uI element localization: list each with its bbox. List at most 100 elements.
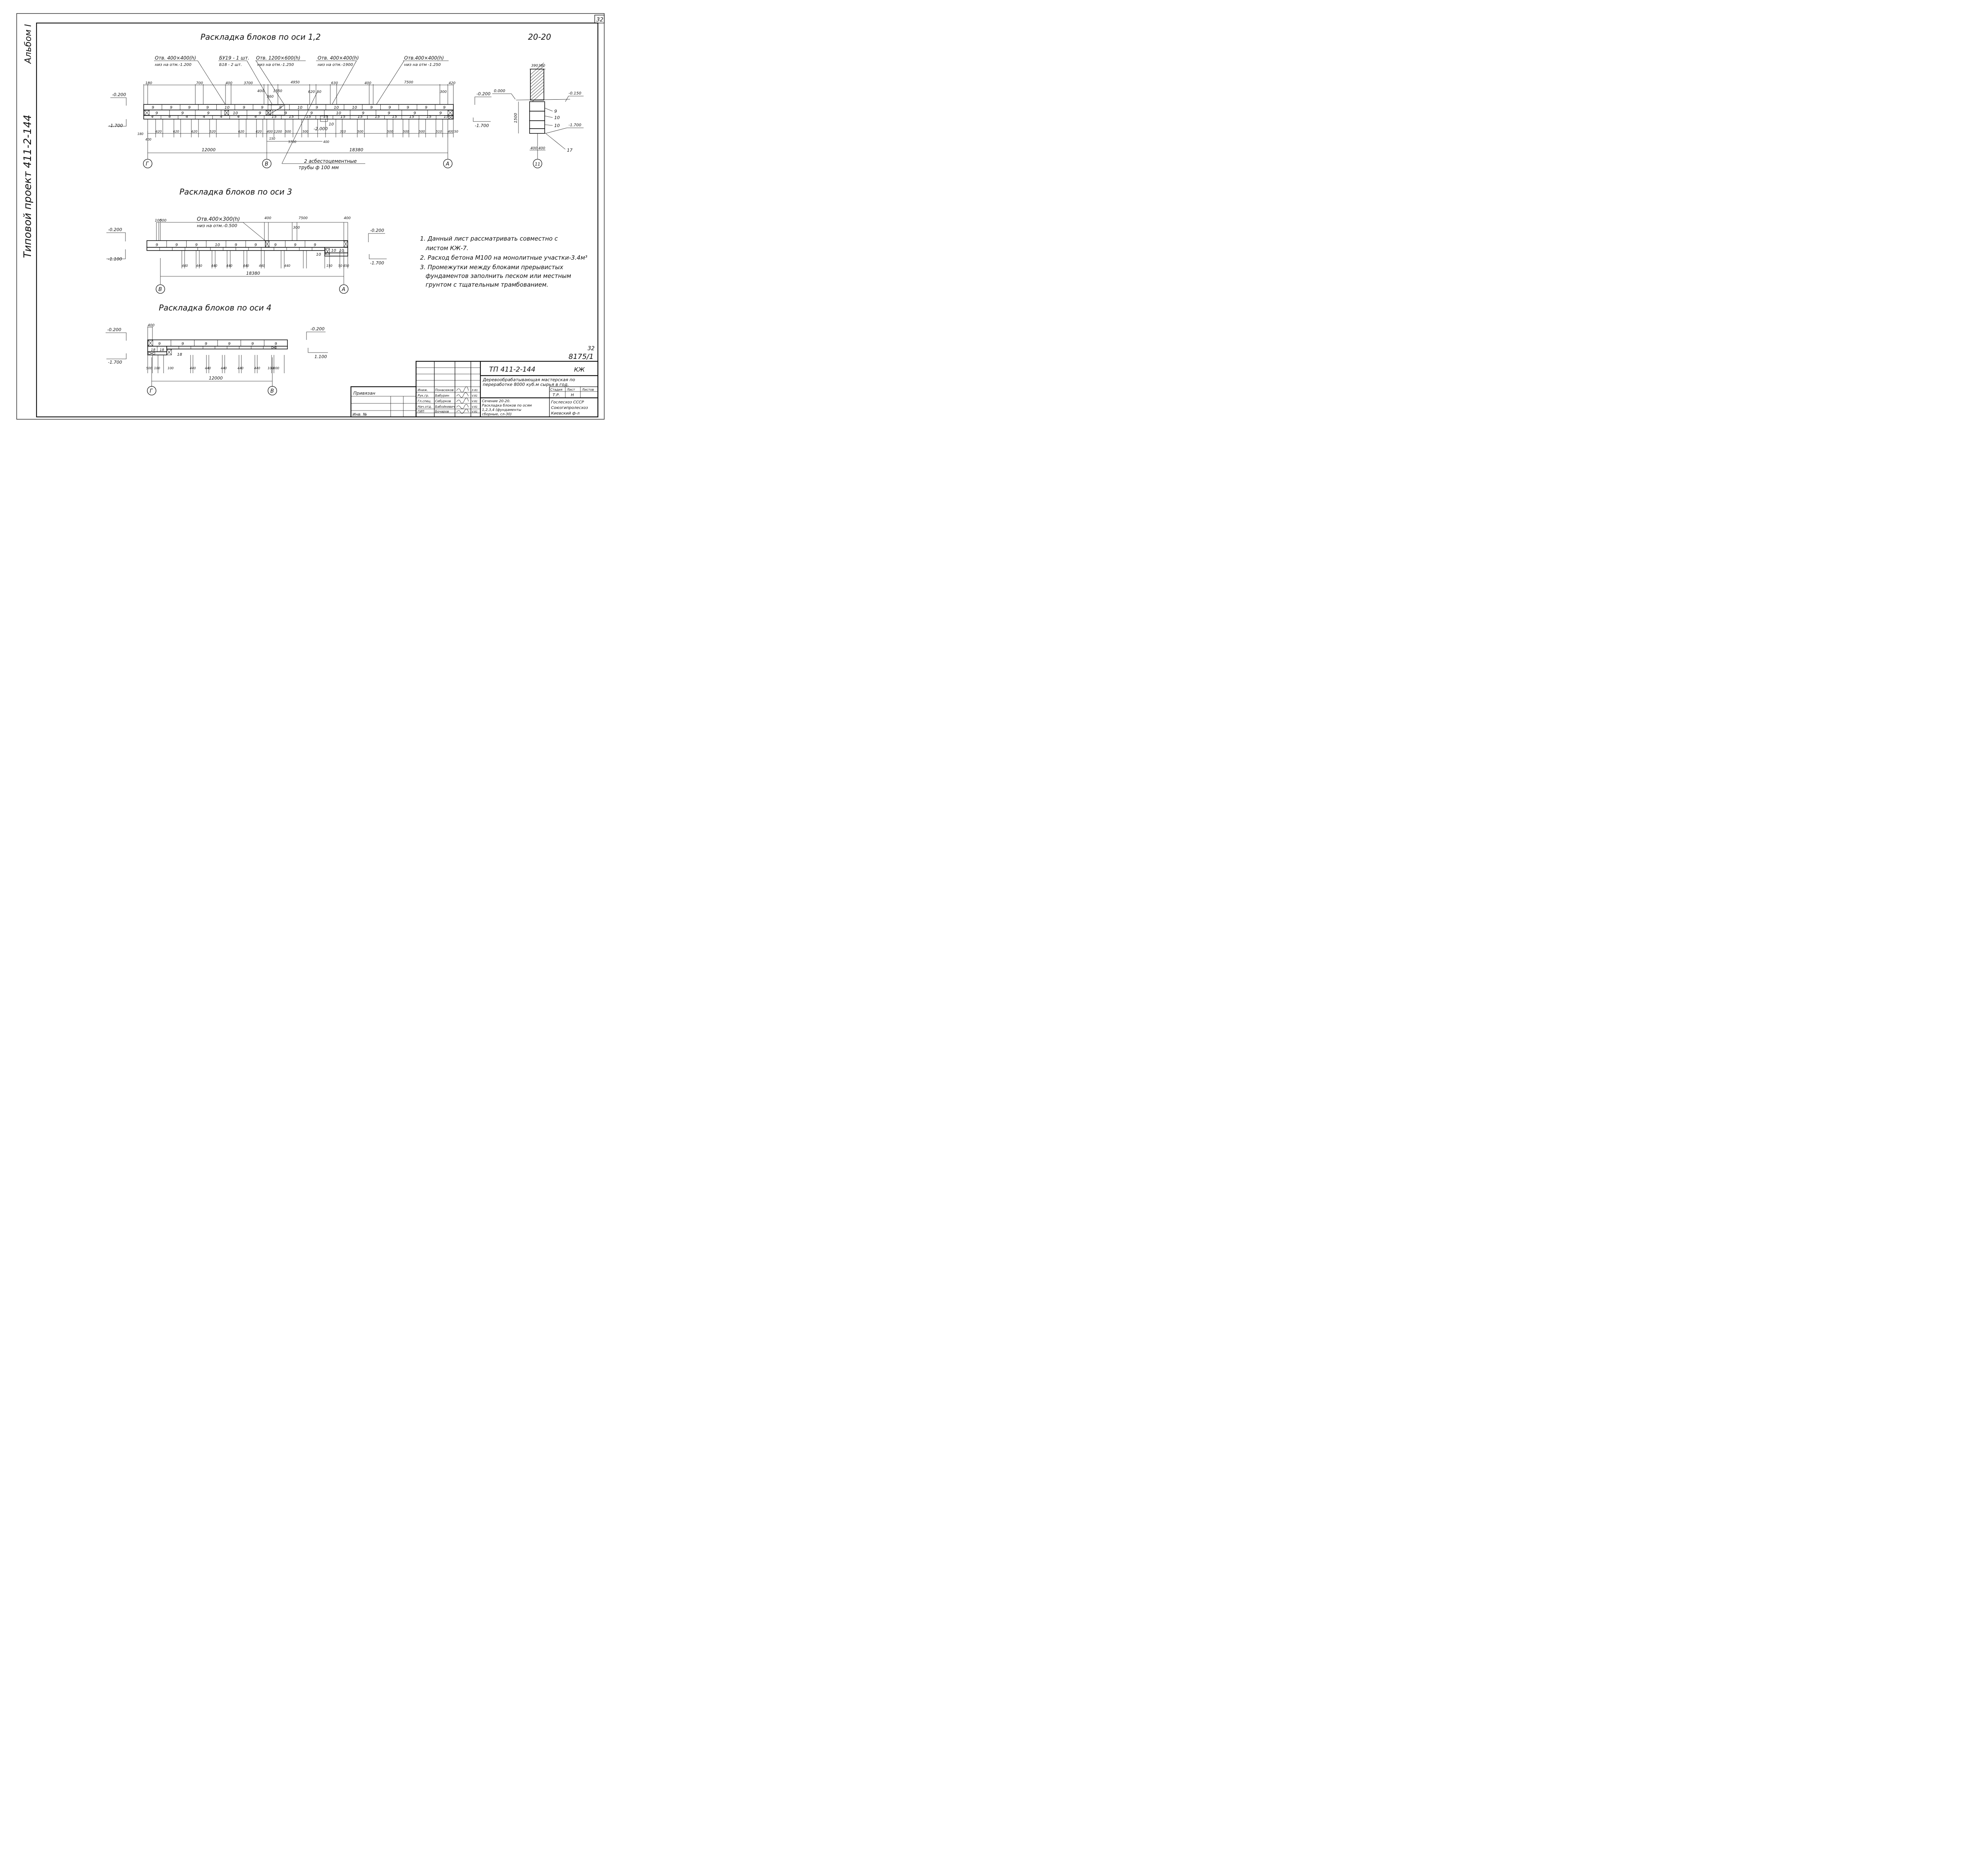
s3-axis-label-v: В (158, 287, 162, 293)
s1-pad-block-number: 4 (237, 115, 239, 119)
s1-level-bottom-left: -1.700 (109, 123, 123, 128)
s4-bot-dim: 440 (205, 366, 211, 370)
detail-level-mark-0 (492, 93, 516, 100)
s3-step-number: 10 (331, 249, 336, 253)
s4-crossbox-pad (271, 346, 277, 349)
s1-mid-block-number: 9 (156, 111, 158, 116)
sheet-title-2: Раскладка блоков по осям (482, 404, 532, 408)
s1-bot-dim: 620 (238, 130, 244, 133)
s1-pad-block-number: 15 (409, 115, 414, 119)
s1-mid-block-number: 9 (259, 111, 261, 116)
s1-bot-dim: 50 (454, 130, 458, 133)
org-line-2: Союзгипролесхоз (551, 406, 588, 410)
s4-top-block-number: 9 (158, 342, 160, 346)
detail-label-17: 17 (567, 148, 572, 153)
s3-bot-dim: 440 (259, 264, 265, 268)
pipe-note-leader (281, 91, 318, 164)
pipe-note-line-2: трубы ф 100 мм (299, 165, 339, 170)
detail-dim-400b: 400 (538, 147, 545, 150)
s1-top-block-number: 9 (370, 106, 373, 110)
s3-top-dim: 500 (160, 219, 166, 223)
s1-mid-block-number: 9 (439, 111, 442, 116)
callout-2-leader (247, 60, 272, 104)
date-4: V.81 (472, 405, 478, 409)
callout-5-l2: низ на отм -1.250 (404, 63, 441, 67)
detail-level-mark-2 (545, 127, 584, 134)
s1-pad-block-number: 15 (358, 115, 363, 119)
opening-label: 10 (329, 122, 334, 127)
s1-top-dim: 360 (267, 95, 274, 99)
s4-level-mark-br (308, 348, 328, 353)
pipe-note-line-1: 2 асбестоцементные (304, 158, 357, 164)
s3-top-block-number: 9 (175, 243, 178, 247)
detail-hatch-line (530, 66, 544, 78)
s1-bot-dim: 1200 (274, 130, 282, 133)
detail-hatch-line (530, 72, 544, 85)
s1-level-mid: -2.000 (314, 126, 328, 131)
s1-bot-dim: 310 (340, 130, 346, 133)
s1-mid-block-number: 9 (388, 111, 390, 116)
s3-overall-18380: 18380 (246, 271, 260, 276)
detail-level-0150: -0.150 (569, 91, 581, 96)
s1-pad-block-number: 15 (392, 115, 397, 119)
detail-hatch-line (530, 78, 544, 91)
s1-top-dim: 700 (196, 81, 203, 85)
s3-axis-bubble-v (156, 284, 165, 294)
s3-axis-bubble-a (339, 284, 349, 294)
s1-pad-block-number: 4 (185, 115, 188, 119)
detail-pad-17 (529, 128, 545, 134)
s1-overall-18380: 18380 (349, 147, 363, 152)
note-line-5: фундаментов заполнить песком или местным (426, 272, 571, 280)
axis-bubble-g (143, 159, 152, 168)
s1-pad-block-number: 15 (426, 115, 432, 119)
s1-top-block-number: 9 (425, 106, 427, 110)
s3-top-block-number: 9 (314, 243, 316, 247)
s4-top-block-number: 9 (205, 342, 207, 346)
role-5: ГИП (418, 410, 424, 413)
detail-hatch-line (530, 91, 544, 104)
s3-top-block-number: 9 (254, 243, 257, 247)
s3-bot-dim: 50 (338, 264, 342, 268)
s1-top-dim: 400 (225, 81, 232, 85)
s4-crossbox-step (166, 349, 172, 355)
detail-leader-9 (544, 108, 553, 112)
s1-top-dim: 630 (331, 81, 338, 85)
s1-bot-dim: 500 (357, 130, 363, 133)
detail-level-0000: 0.000 (494, 89, 505, 93)
sheet-title-1: Сечение 20-20. (482, 399, 511, 403)
axis-bubble-a (443, 159, 453, 168)
sheet-title-4: сборные, сл-30) (482, 413, 512, 416)
section-axis-3: Раскладка блоков по оси 3 Отв.400×300(h)… (106, 187, 387, 294)
s1-crossbox-pad-right-diag-b (448, 115, 453, 120)
s1-bot-dim: 500 (419, 130, 425, 133)
callout-2-l1: БУ19 - 1 шт. (219, 55, 249, 61)
detail-height-1500: 1500 (514, 113, 518, 123)
s1-mid-block-number: 9 (181, 111, 184, 116)
s1-top-block-number: 10 (224, 106, 229, 110)
s1-bot-dim: 500 (403, 130, 409, 133)
callout-1-l2: низ на отм.-1.200 (155, 63, 191, 67)
s3-bot-dim: 450 (343, 264, 349, 268)
s1-bot-dim: 620 (173, 130, 179, 133)
section-3-title: Раскладка блоков по оси 3 (179, 187, 292, 197)
s4-bot-dim: 440 (190, 366, 196, 370)
stamp-number: 8175/1 (569, 353, 594, 361)
s4-crossbox-base-diag-b (148, 351, 155, 355)
s3-top-block-number: 9 (195, 243, 197, 247)
org-line-1: Гослесхоз СССР (551, 400, 584, 405)
s3-top-dim: 7500 (299, 216, 308, 220)
s1-top-block-number: 9 (152, 106, 154, 110)
s4-crossbox-base (148, 351, 155, 355)
s4-level-top-left: -0.200 (107, 327, 121, 332)
s1-pad-block-number: 15 (306, 115, 311, 119)
s4-bot-dim: 100 (168, 366, 173, 370)
s4-axis-label-g: Г (150, 388, 153, 394)
s1-bot-dim: 5700 (288, 140, 296, 144)
s3-level-top-left: -0.200 (108, 227, 122, 232)
s1-level-bottom-right: -1.700 (475, 123, 489, 128)
s1-top-dim: 620 (308, 90, 315, 94)
s3-top-dim: 400 (344, 216, 351, 220)
header-sheet: Лист (567, 388, 575, 391)
signature-2 (456, 392, 469, 398)
callout-5-leader (371, 60, 405, 112)
